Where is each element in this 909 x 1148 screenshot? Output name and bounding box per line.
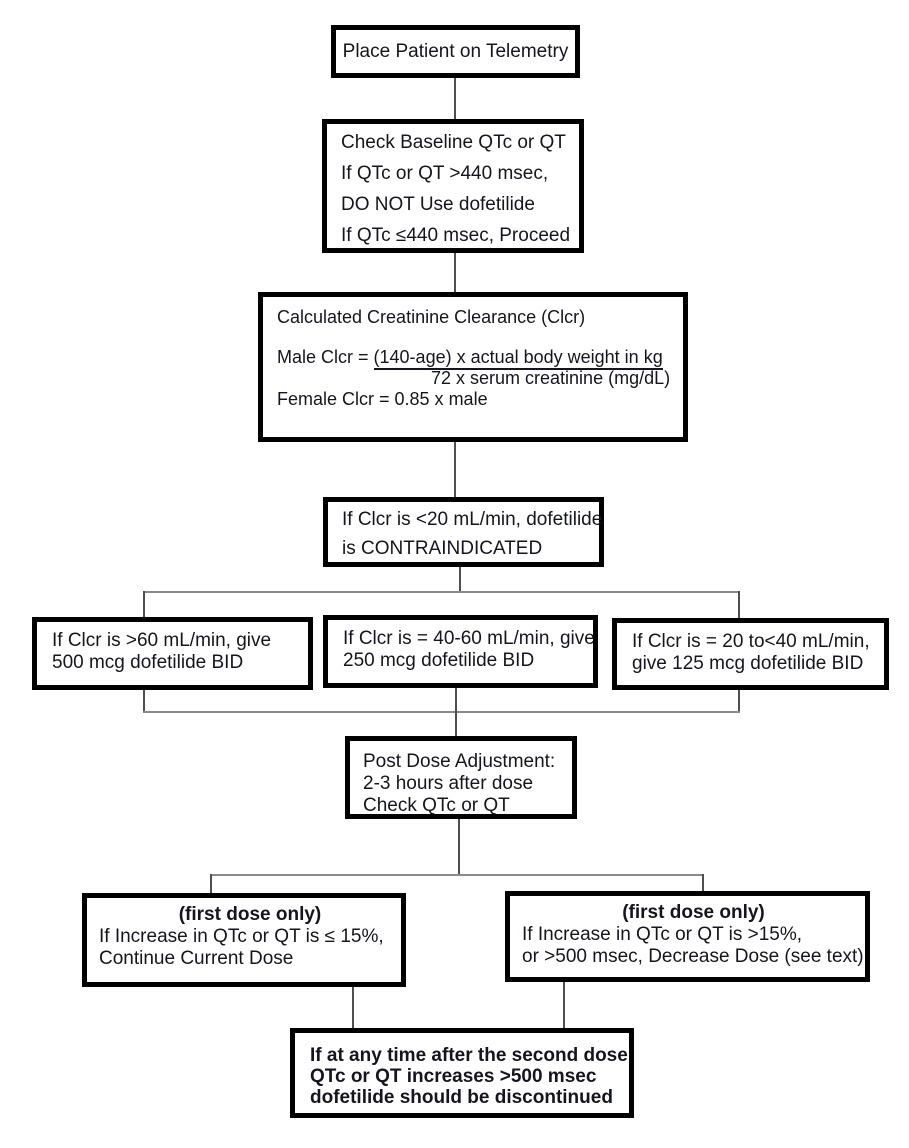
connector-contraindicated-to-split	[459, 567, 461, 592]
node-dose-125mcg: If Clcr is = 20 to<40 mL/min, give 125 m…	[612, 618, 889, 690]
qtc-line-2: If QTc or QT >440 msec,	[341, 163, 549, 184]
dose500-line-2: 500 mcg dofetilide BID	[52, 652, 244, 673]
qtc-line-3: DO NOT Use dofetilide	[341, 194, 535, 215]
node-creatinine-clearance: Calculated Creatinine Clearance (Clcr) M…	[258, 292, 688, 442]
clcr-male-numerator: (140-age) x actual body weight in kg	[373, 347, 663, 370]
node-decrease-dose: (first dose only) If Increase in QTc or …	[505, 891, 870, 982]
connector-clcr-to-contraindicated	[454, 442, 456, 497]
continue-line-2: Continue Current Dose	[99, 948, 294, 969]
clcr-title: Calculated Creatinine Clearance (Clcr)	[277, 307, 586, 327]
postdose-line-1: Post Dose Adjustment:	[363, 751, 556, 772]
connector-split-to-continue	[210, 874, 212, 893]
connector-postdose-to-split	[458, 819, 460, 875]
clcr-male-formula: Male Clcr = (140-age) x actual body weig…	[277, 347, 683, 370]
node-dose-250mcg: If Clcr is = 40-60 mL/min, give 250 mcg …	[323, 615, 598, 688]
connector-merge-horizontal	[143, 711, 740, 713]
postdose-line-2: 2-3 hours after dose	[363, 773, 534, 794]
qtc-line-4: If QTc ≤440 msec, Proceed	[341, 225, 571, 246]
connector-split-to-decrease	[702, 874, 704, 891]
connector-telemetry-to-qtc	[454, 78, 456, 119]
decrease-header: (first dose only)	[622, 902, 765, 923]
clcr-male-denominator: 72 x serum creatinine (mg/dL)	[431, 368, 671, 388]
node-dose-500mcg: If Clcr is >60 mL/min, give 500 mcg dofe…	[32, 617, 313, 690]
node-discontinue-dofetilide: If at any time after the second dose QTc…	[290, 1028, 634, 1118]
connector-postdose-split-horizontal	[210, 874, 703, 876]
connector-dose125-to-merge	[738, 690, 740, 713]
dose125-line-2: give 125 mcg dofetilide BID	[632, 653, 864, 674]
decrease-line-2: or >500 msec, Decrease Dose (see text)	[522, 946, 864, 967]
connector-dose500-to-merge	[143, 690, 145, 713]
contraindicated-line-1: If Clcr is <20 mL/min, dofetilide	[342, 509, 603, 530]
connector-split-to-dose500	[143, 591, 145, 617]
connector-continue-to-discontinue	[352, 987, 354, 1028]
dose500-line-1: If Clcr is >60 mL/min, give	[52, 630, 272, 651]
qtc-line-1: Check Baseline QTc or QT	[341, 132, 566, 153]
connector-dose250-to-postdose	[455, 688, 457, 736]
node-place-patient-on-telemetry: Place Patient on Telemetry	[331, 25, 580, 78]
node-continue-current-dose: (first dose only) If Increase in QTc or …	[82, 893, 406, 987]
connector-qtc-to-clcr	[454, 253, 456, 292]
postdose-line-3: Check QTc or QT	[363, 795, 510, 816]
dose250-line-2: 250 mcg dofetilide BID	[343, 650, 535, 671]
connector-decrease-to-discontinue	[563, 982, 565, 1028]
telemetry-text: Place Patient on Telemetry	[342, 40, 569, 62]
clcr-male-prefix: Male Clcr =	[277, 347, 374, 367]
node-check-baseline-qtc: Check Baseline QTc or QT If QTc or QT >4…	[322, 119, 584, 253]
decrease-line-1: If Increase in QTc or QT is >15%,	[522, 924, 803, 945]
node-post-dose-adjustment: Post Dose Adjustment: 2-3 hours after do…	[345, 736, 577, 819]
clcr-female-formula: Female Clcr = 0.85 x male	[277, 389, 488, 409]
connector-split-horizontal	[143, 591, 740, 593]
dose250-line-1: If Clcr is = 40-60 mL/min, give	[343, 628, 595, 649]
continue-header: (first dose only)	[178, 904, 322, 925]
continue-line-1: If Increase in QTc or QT is ≤ 15%,	[99, 926, 384, 947]
connector-split-to-dose125	[738, 591, 740, 618]
node-contraindicated: If Clcr is <20 mL/min, dofetilide is CON…	[323, 497, 604, 567]
discontinue-line-2: QTc or QT increases >500 msec	[310, 1066, 597, 1087]
discontinue-line-1: If at any time after the second dose	[310, 1045, 628, 1066]
contraindicated-line-2: is CONTRAINDICATED	[342, 538, 543, 559]
dose125-line-1: If Clcr is = 20 to<40 mL/min,	[632, 631, 870, 652]
discontinue-line-3: dofetilide should be discontinued	[310, 1087, 613, 1108]
